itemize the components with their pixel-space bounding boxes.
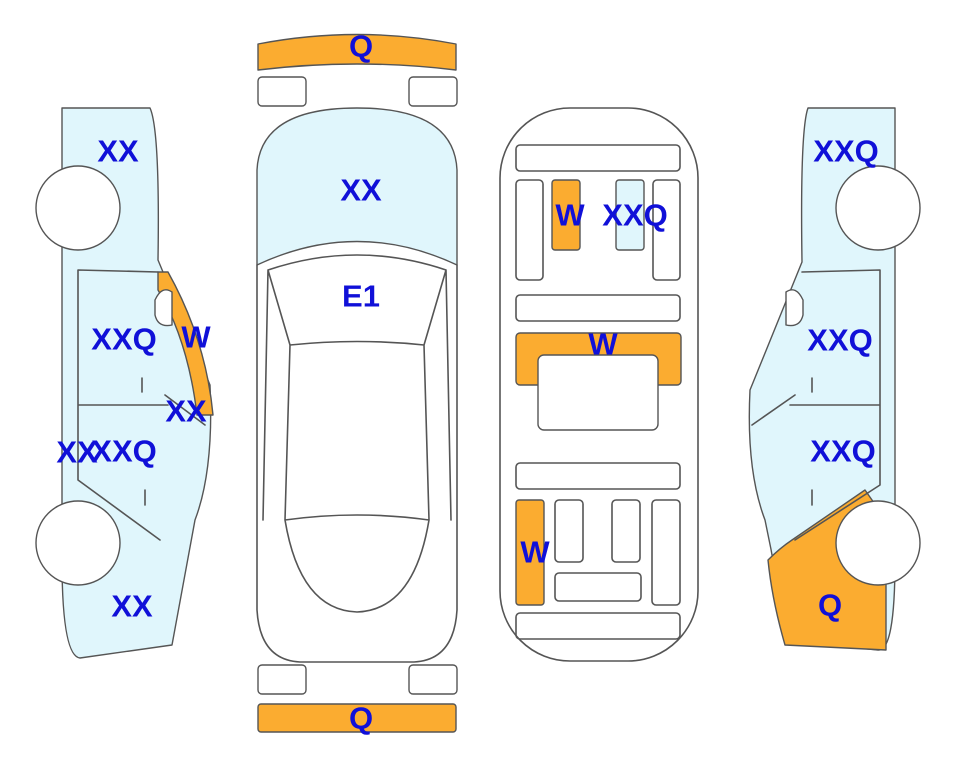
front-bumper-panel[interactable] [257, 33, 457, 71]
left-rear-door-label: XXQ [91, 434, 156, 469]
left-front-fender-label: XX [97, 134, 139, 169]
front-left-light [257, 76, 307, 107]
roof-front-crossbar [515, 144, 681, 172]
right-rear-quarter-label: Q [818, 588, 842, 623]
right-rear-wheel [835, 500, 921, 586]
right-side-view [748, 107, 921, 651]
rear-left-light [257, 664, 307, 695]
front-bumper-label: Q [349, 29, 373, 64]
left-rear-quarter-label: XX [111, 589, 153, 624]
roof-rear-left-label: W [520, 535, 550, 570]
roof-rear-short-bar [554, 572, 642, 602]
roof-rear-crossbar [515, 612, 681, 640]
roof-middle-label: W [588, 327, 618, 362]
left-rocker-label: XX [56, 435, 98, 470]
front-right-light [408, 76, 458, 107]
rear-bumper-panel[interactable] [257, 703, 457, 733]
roof-rear-left-panel[interactable] [515, 499, 545, 606]
right-front-fender-label: XXQ [813, 134, 878, 169]
left-mirror-panel[interactable] [154, 289, 173, 327]
left-front-wheel [35, 165, 121, 251]
right-front-wheel [835, 165, 921, 251]
roof-front-right-rail [652, 179, 681, 281]
roof-lower-crossbar [515, 462, 681, 490]
left-a-pillar-label: W [181, 320, 211, 355]
roof-rear-right-rail [651, 499, 681, 606]
windshield-label: E1 [342, 279, 380, 314]
left-side-door-lines [77, 269, 206, 541]
roof-rear-rail-2 [611, 499, 641, 563]
roof-upper-crossbar [515, 294, 681, 322]
roof-outline [499, 107, 699, 662]
roof-left-strip-label: W [555, 198, 585, 233]
left-front-door-label: XXQ [91, 322, 156, 357]
roof-view [499, 107, 699, 662]
right-rear-door-label: XXQ [810, 434, 875, 469]
roof-right-strip-panel[interactable] [615, 179, 645, 251]
right-side-door-lines [751, 269, 881, 541]
roof-right-strip-label: XXQ [602, 198, 667, 233]
top-body-outline [256, 264, 458, 663]
right-mirror-panel[interactable] [785, 289, 804, 327]
left-side-view [35, 107, 214, 659]
roof-left-strip-panel[interactable] [551, 179, 581, 251]
rear-right-light [408, 664, 458, 695]
roof-rear-rail-1 [554, 499, 584, 563]
damage-labels: Q XX E1 Q W XXQ W W XX XXQ W XX XX XXQ X… [56, 29, 878, 736]
top-view [256, 33, 458, 733]
top-cabin-lines [262, 254, 452, 613]
sunroof-panel [537, 354, 659, 431]
hood-label: XX [340, 173, 382, 208]
hood-panel[interactable] [256, 107, 458, 266]
roof-front-left-rail [515, 179, 544, 281]
right-front-door-label: XXQ [807, 323, 872, 358]
left-rear-wheel [35, 500, 121, 586]
rear-bumper-label: Q [349, 701, 373, 736]
left-mirror-label: XX [165, 394, 207, 429]
